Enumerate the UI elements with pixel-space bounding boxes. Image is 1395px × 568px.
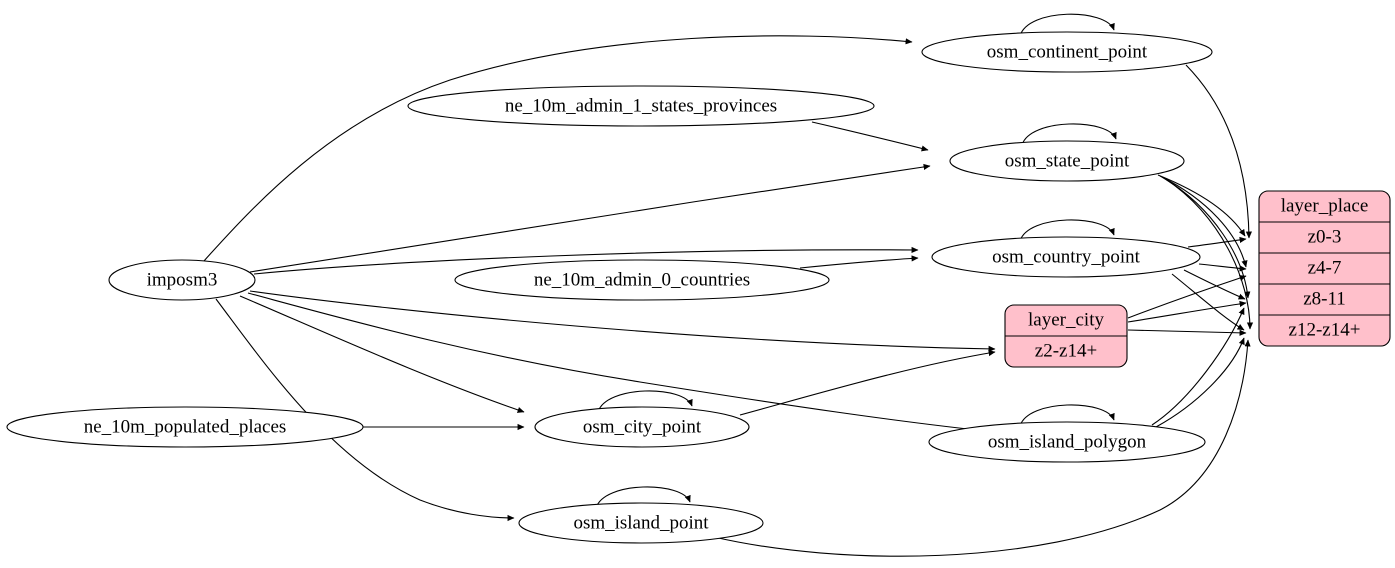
- node-layer: imposm3 ne_10m_admin_1_states_provinces …: [6, 31, 1213, 544]
- edge-osm-state-point-to-layer-place-z03: [1157, 174, 1246, 237]
- node-label-osm-island-point: osm_island_point: [573, 512, 709, 533]
- edge-layer-city-to-layer-place-z47: [1127, 275, 1247, 319]
- record-layer-city-row-z2-z14plus[interactable]: z2-z14+: [1035, 340, 1097, 361]
- edge-osm-island-point-to-layer-place-z12: [713, 339, 1251, 557]
- edge-osm-continent-point-to-layer-place-z03: [1185, 64, 1252, 239]
- edge-self-loop-osm-state-point: [1021, 123, 1117, 146]
- record-layer-city[interactable]: layer_city z2-z14+: [1004, 304, 1128, 368]
- node-label-osm-country-point: osm_country_point: [992, 246, 1140, 267]
- node-label-osm-continent-point: osm_continent_point: [987, 41, 1148, 62]
- node-ne-10m-admin-1-states-provinces[interactable]: ne_10m_admin_1_states_provinces: [407, 85, 875, 127]
- edge-self-loop-osm-country-point: [1019, 219, 1115, 242]
- edge-layer-city-to-layer-place-z811: [1127, 300, 1247, 323]
- record-layer: layer_place z0-3 z4-7 z8-11 z12-z14+ lay…: [1004, 190, 1391, 368]
- node-ne-10m-populated-places[interactable]: ne_10m_populated_places: [6, 406, 364, 448]
- edge-imposm3-to-osm-island-point: [215, 298, 515, 522]
- edge-osm-island-polygon-to-layer-place-z12: [1155, 337, 1245, 428]
- edge-osm-country-point-to-layer-place-z03: [1187, 236, 1247, 248]
- node-label-osm-city-point: osm_city_point: [583, 416, 702, 437]
- node-label-ne-10m-populated-places: ne_10m_populated_places: [84, 416, 287, 437]
- node-label-imposm3: imposm3: [147, 269, 218, 290]
- node-label-osm-state-point: osm_state_point: [1005, 150, 1130, 171]
- node-osm-city-point[interactable]: osm_city_point: [534, 406, 750, 448]
- edge-osm-state-point-to-layer-place-z47: [1159, 175, 1248, 268]
- node-ne-10m-admin-0-countries[interactable]: ne_10m_admin_0_countries: [454, 259, 830, 301]
- node-label-ne-10m-admin-1-states-provinces: ne_10m_admin_1_states_provinces: [505, 95, 777, 116]
- edge-self-loop-osm-island-point: [595, 486, 691, 509]
- edge-osm-state-point-to-layer-place-z12: [1163, 177, 1254, 330]
- edge-imposm3-to-osm-state-point: [249, 163, 931, 273]
- record-layer-city-title: layer_city: [1028, 309, 1104, 330]
- record-layer-place-row-z4-7[interactable]: z4-7: [1308, 257, 1342, 278]
- record-layer-place-row-z0-3[interactable]: z0-3: [1308, 226, 1342, 247]
- edge-osm-city-point-to-layer-city: [739, 350, 996, 416]
- node-label-ne-10m-admin-0-countries: ne_10m_admin_0_countries: [534, 269, 750, 290]
- edge-self-loop-osm-continent-point: [1019, 13, 1115, 37]
- edge-layer: [202, 13, 1254, 557]
- edge-osm-island-polygon-to-layer-place-z811: [1151, 307, 1245, 426]
- edge-ne-countries-to-osm-country-point: [799, 255, 919, 269]
- node-osm-country-point[interactable]: osm_country_point: [931, 236, 1201, 278]
- node-label-osm-island-polygon: osm_island_polygon: [988, 431, 1147, 452]
- edge-imposm3-to-osm-island-polygon: [247, 292, 996, 435]
- record-layer-place-row-z8-11[interactable]: z8-11: [1303, 288, 1346, 309]
- node-osm-island-polygon[interactable]: osm_island_polygon: [928, 421, 1206, 463]
- node-osm-continent-point[interactable]: osm_continent_point: [921, 31, 1213, 73]
- edge-layer-city-to-layer-place-z12: [1127, 329, 1247, 336]
- edge-imposm3-to-osm-country-point: [253, 246, 919, 275]
- edge-imposm3-to-osm-continent-point: [202, 35, 913, 263]
- edge-self-loop-osm-city-point: [597, 390, 693, 413]
- edge-self-loop-osm-island-polygon: [1019, 404, 1115, 427]
- record-layer-place[interactable]: layer_place z0-3 z4-7 z8-11 z12-z14+: [1258, 190, 1391, 347]
- node-imposm3[interactable]: imposm3: [108, 259, 256, 301]
- node-osm-island-point[interactable]: osm_island_point: [518, 502, 764, 544]
- edge-ne-states-to-osm-state-point: [811, 121, 929, 152]
- edge-imposm3-to-osm-city-point: [239, 295, 525, 413]
- edge-osm-country-point-to-layer-place-z12: [1171, 273, 1245, 331]
- node-osm-state-point[interactable]: osm_state_point: [949, 140, 1185, 182]
- edge-imposm3-to-layer-city: [249, 290, 996, 352]
- record-layer-place-title: layer_place: [1281, 195, 1369, 216]
- edge-osm-country-point-to-layer-place-z47: [1198, 263, 1247, 272]
- record-layer-place-row-z12-z14plus[interactable]: z12-z14+: [1289, 319, 1361, 340]
